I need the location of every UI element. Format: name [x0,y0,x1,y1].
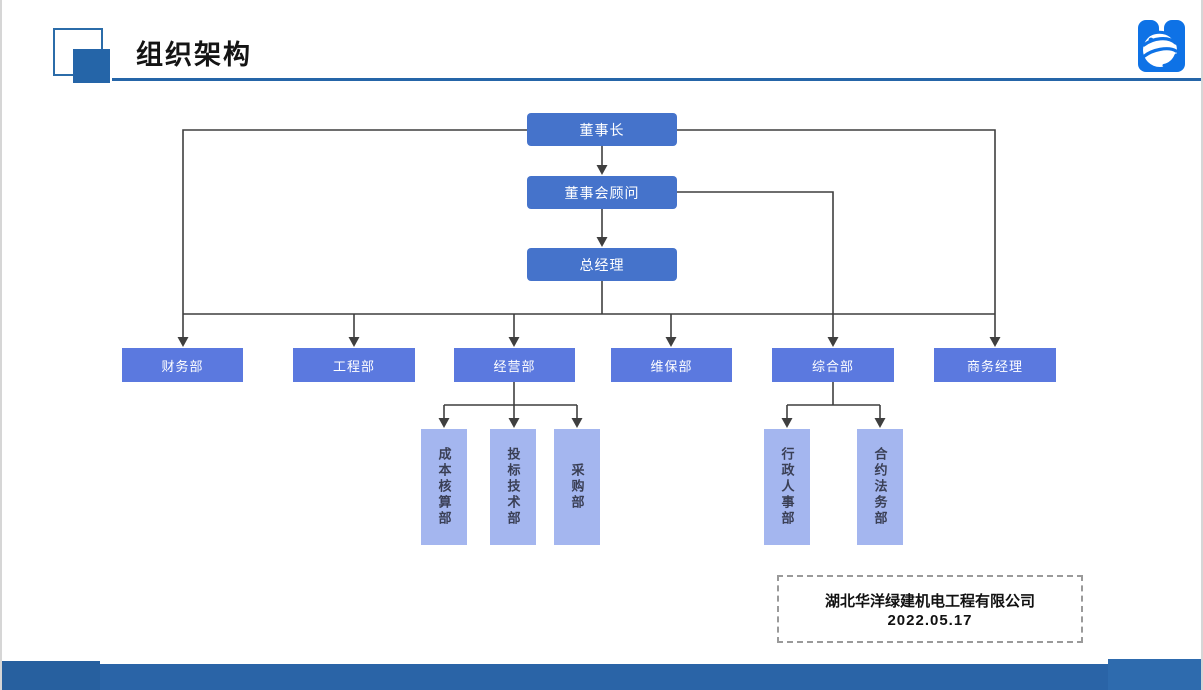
org-node-label: 采购部 [569,463,585,511]
org-node-label: 维保部 [650,358,693,374]
bottom-bar [0,664,1203,690]
title-decor-filled-square [73,49,110,83]
org-node-bidding-technology: 投标技术部 [490,429,536,545]
org-node-label: 总经理 [579,256,625,273]
org-node-label: 行政人事部 [779,447,795,527]
org-node-procurement: 采购部 [554,429,600,545]
org-node-admin-hr: 行政人事部 [764,429,810,545]
org-node-chairman: 董事长 [527,113,677,146]
company-footnote-box: 湖北华洋绿建机电工程有限公司 2022.05.17 [777,575,1083,643]
org-node-label: 商务经理 [966,358,1023,374]
org-node-general-affairs: 综合部 [772,348,894,382]
org-node-label: 成本核算部 [436,447,452,527]
org-node-label: 董事会顾问 [564,184,640,201]
org-node-finance: 财务部 [122,348,243,382]
slide-left-edge [0,0,2,690]
page-title: 组织架构 [136,40,252,70]
org-node-commerce-manager: 商务经理 [934,348,1056,382]
org-node-label: 经营部 [493,358,536,374]
org-node-label: 合约法务部 [872,447,888,527]
org-node-label: 综合部 [811,358,854,374]
org-node-contract-legal: 合约法务部 [857,429,903,545]
org-node-board-advisor: 董事会顾问 [527,176,677,209]
org-node-cost-accounting: 成本核算部 [421,429,467,545]
globe-swirl-logo-icon [1138,20,1185,72]
org-node-label: 工程部 [332,358,375,374]
footnote-date: 2022.05.17 [887,611,973,629]
company-name: 湖北华洋绿建机电工程有限公司 [824,592,1035,610]
org-node-label: 投标技术部 [505,447,521,527]
bottom-bar-right-segment [1108,659,1203,690]
bottom-bar-left-segment [0,661,100,690]
org-node-engineering: 工程部 [293,348,415,382]
org-node-general-manager: 总经理 [527,248,677,281]
slide-right-edge [1201,0,1203,690]
org-node-maintenance: 维保部 [611,348,732,382]
org-node-business: 经营部 [454,348,575,382]
org-node-label: 董事长 [579,121,625,138]
title-underline [112,78,1203,81]
org-node-label: 财务部 [161,358,204,374]
